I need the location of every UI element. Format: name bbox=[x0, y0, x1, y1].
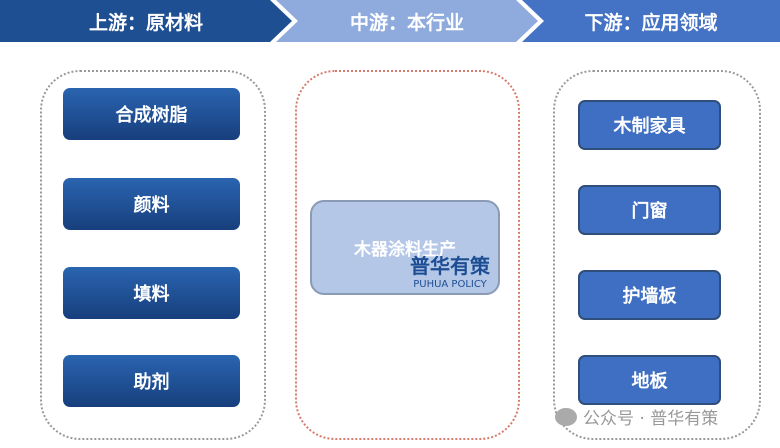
logo-en: PUHUA POLICY bbox=[413, 279, 487, 290]
upstream-item: 合成树脂 bbox=[63, 88, 240, 140]
downstream-item: 护墙板 bbox=[578, 270, 721, 320]
header-downstream: 下游：应用领域 bbox=[522, 0, 780, 42]
upstream-group bbox=[40, 70, 266, 440]
downstream-item: 门窗 bbox=[578, 185, 721, 235]
header-midstream: 中游：本行业 bbox=[276, 0, 538, 42]
header-upstream: 上游：原材料 bbox=[0, 0, 292, 42]
puhua-logo: 普华有策 PUHUA POLICY bbox=[410, 250, 490, 290]
midstream-item: 木器涂料生产 bbox=[310, 200, 500, 295]
upstream-item: 助剂 bbox=[63, 355, 240, 407]
downstream-group bbox=[553, 70, 761, 440]
downstream-item: 木制家具 bbox=[578, 100, 721, 150]
downstream-item: 地板 bbox=[578, 355, 721, 405]
logo-cn: 普华有策 bbox=[410, 254, 490, 278]
upstream-item: 颜料 bbox=[63, 178, 240, 230]
wechat-icon bbox=[555, 407, 577, 426]
watermark-text: 公众号 · 普华有策 bbox=[583, 409, 719, 429]
watermark: 公众号 · 普华有策 bbox=[555, 404, 718, 429]
midstream-group bbox=[295, 70, 520, 440]
upstream-item: 填料 bbox=[63, 267, 240, 319]
